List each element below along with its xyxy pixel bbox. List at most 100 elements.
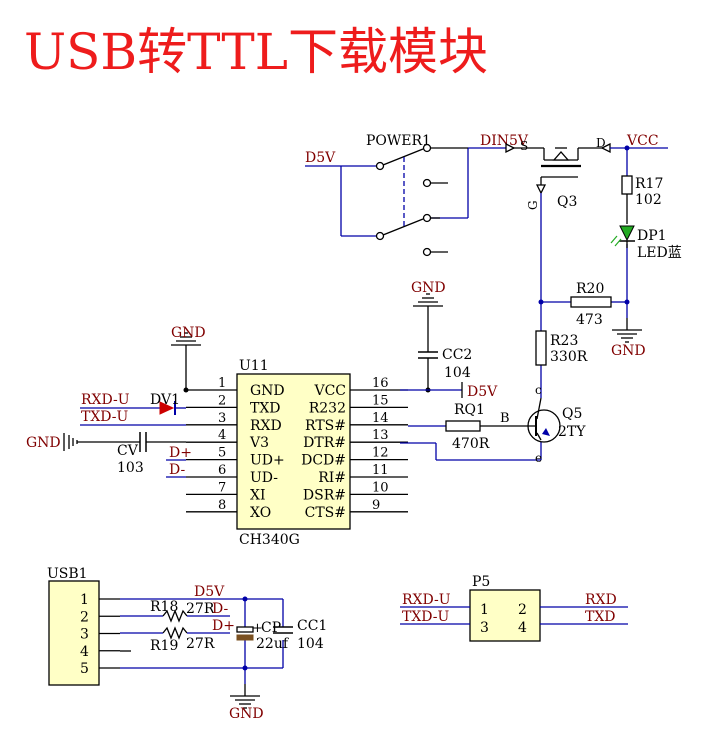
capacitor-cc1: CC1 104 xyxy=(273,618,327,652)
header-p5: P5 1 2 3 4 RXD-U TXD-U RXD TXD xyxy=(400,574,628,642)
gnd-label-cv: GND xyxy=(26,435,61,451)
u11-pin-name: DCD# xyxy=(301,453,346,469)
u11-pin-number: 4 xyxy=(218,428,226,443)
q3-wires xyxy=(435,147,668,461)
r23-value-label: 330R xyxy=(550,349,588,365)
u11-pin-number: 9 xyxy=(372,498,380,513)
p5-pin-2: 2 xyxy=(518,602,527,618)
u11-pin-name: RXD xyxy=(250,418,282,434)
p5-pin-1: 1 xyxy=(480,602,489,618)
gnd-label-r20: GND xyxy=(611,343,646,359)
power-switch-section: POWER1 D5V DIN5V xyxy=(305,133,529,257)
cc2-value-label: 104 xyxy=(444,365,471,381)
u11-pin-name: TXD xyxy=(250,400,281,416)
q3-pin-s: S xyxy=(520,139,528,153)
r17-ref-label: R17 xyxy=(635,176,663,192)
cp-ref-label: CP xyxy=(261,620,281,636)
u11-pin-name: CTS# xyxy=(305,505,346,521)
cv-ref-label: CV xyxy=(117,443,139,459)
u11-pin-number: 3 xyxy=(218,411,226,426)
resistor-r17: R17 102 xyxy=(621,175,663,224)
u11-pin-name: R232 xyxy=(309,400,346,416)
r23-ref-label: R23 xyxy=(550,333,578,349)
usb1-pin-number: 4 xyxy=(80,644,89,660)
dp1-ref-label: DP1 xyxy=(637,228,667,244)
net-label-dplus-u11: D+ xyxy=(169,445,192,461)
q3-mosfet: S D G Q3 xyxy=(505,136,611,210)
u11-pin-name: UD- xyxy=(250,470,278,486)
u11-right-pins: 16VCC15R23214RTS#13DTR#12DCD#11RI#10DSR#… xyxy=(301,376,408,521)
r20-ref-label: R20 xyxy=(576,281,604,297)
net-label-d5v-u11: D5V xyxy=(467,384,498,400)
r17-value-label: 102 xyxy=(635,192,662,208)
r19-ref-label: R19 xyxy=(150,638,178,654)
q5-value-label: 2TY xyxy=(558,424,586,440)
switch-ref-label: POWER1 xyxy=(366,133,431,149)
cc1-ref-label: CC1 xyxy=(297,618,327,634)
transistor-q5: B c e Q5 2TY xyxy=(500,383,586,465)
u11-pin-number: 7 xyxy=(218,480,226,495)
capacitor-cc2: CC2 104 xyxy=(412,293,472,390)
resistor-r23: R23 330R xyxy=(535,330,588,366)
usb1-pin-number: 3 xyxy=(80,627,89,643)
r18-value-label: 27R xyxy=(186,601,215,617)
net-label-rxd-u-u11: RXD-U xyxy=(81,392,130,408)
resistor-r20: R20 473 xyxy=(570,281,612,328)
u11-pin-number: 5 xyxy=(218,446,226,461)
u11-pin-name: GND xyxy=(250,383,285,399)
p5-net-rxd: RXD xyxy=(585,592,617,608)
u11-pin-number: 12 xyxy=(372,446,389,461)
u11-pin-number: 1 xyxy=(218,376,226,391)
net-label-din5v: DIN5V xyxy=(480,133,529,149)
usb1-ref-label: USB1 xyxy=(47,566,88,582)
u11-pin-number: 10 xyxy=(372,480,389,495)
usb1-wires: D5V R18 27R D- R19 27R D+ xyxy=(120,584,284,684)
p5-pin-4: 4 xyxy=(518,620,527,636)
p5-net-txd: TXD xyxy=(585,609,616,625)
u11-pin-name: DSR# xyxy=(303,487,346,503)
p5-ref-label: P5 xyxy=(472,574,490,590)
gnd-symbol-usb xyxy=(229,683,261,709)
gnd-label-cc2: GND xyxy=(411,280,446,296)
net-label-vcc: VCC xyxy=(626,133,659,149)
u11-pin-number: 11 xyxy=(372,463,389,478)
u11-ref-label: U11 xyxy=(239,358,269,374)
resistor-rq1: RQ1 470R xyxy=(408,402,514,452)
net-label-dplus-usb: D+ xyxy=(212,618,235,634)
p5-pin-3: 3 xyxy=(480,620,489,636)
u11-pin-name: RTS# xyxy=(305,418,346,434)
p5-net-rxd-u: RXD-U xyxy=(402,592,451,608)
usb1-pin-number: 2 xyxy=(80,609,89,625)
u11-pin-number: 15 xyxy=(372,393,389,408)
p5-net-txd-u: TXD-U xyxy=(402,609,450,625)
r20-value-label: 473 xyxy=(576,312,603,328)
u11-left-nets: GND RXD-U DV1 TXD-U GND CV 103 D+ D- xyxy=(26,325,206,478)
u11-pin-name: UD+ xyxy=(250,453,285,469)
u11-pin-number: 6 xyxy=(218,463,226,478)
u11-pin-name: XI xyxy=(250,487,266,503)
led-dp1: DP1 LED蓝 xyxy=(610,225,682,261)
u11-pin-number: 13 xyxy=(372,428,389,443)
u11-pin-number: 14 xyxy=(372,411,389,426)
u11-pin-name: DTR# xyxy=(303,435,346,451)
q5-pin-e: e xyxy=(535,451,542,465)
net-label-d5v-usb: D5V xyxy=(194,584,225,600)
net-label-txd-u-u11: TXD-U xyxy=(81,409,129,425)
q5-ref-label: Q5 xyxy=(562,406,582,422)
r19-value-label: 27R xyxy=(186,636,215,652)
r18-ref-label: R18 xyxy=(150,599,178,615)
rq1-ref-label: RQ1 xyxy=(454,402,485,418)
cp-value-label: 22uf xyxy=(256,636,290,652)
u11-right-nets: D5V xyxy=(400,382,498,444)
rq1-value-label: 470R xyxy=(452,436,490,452)
u11-pin-number: 2 xyxy=(218,393,226,408)
q3-pin-d: D xyxy=(596,136,606,150)
net-label-dminus-usb: D- xyxy=(212,601,228,617)
u11-pin-name: VCC xyxy=(313,383,346,399)
page-title: USB转TTL下载模块 xyxy=(24,23,488,81)
cc2-ref-label: CC2 xyxy=(442,347,472,363)
